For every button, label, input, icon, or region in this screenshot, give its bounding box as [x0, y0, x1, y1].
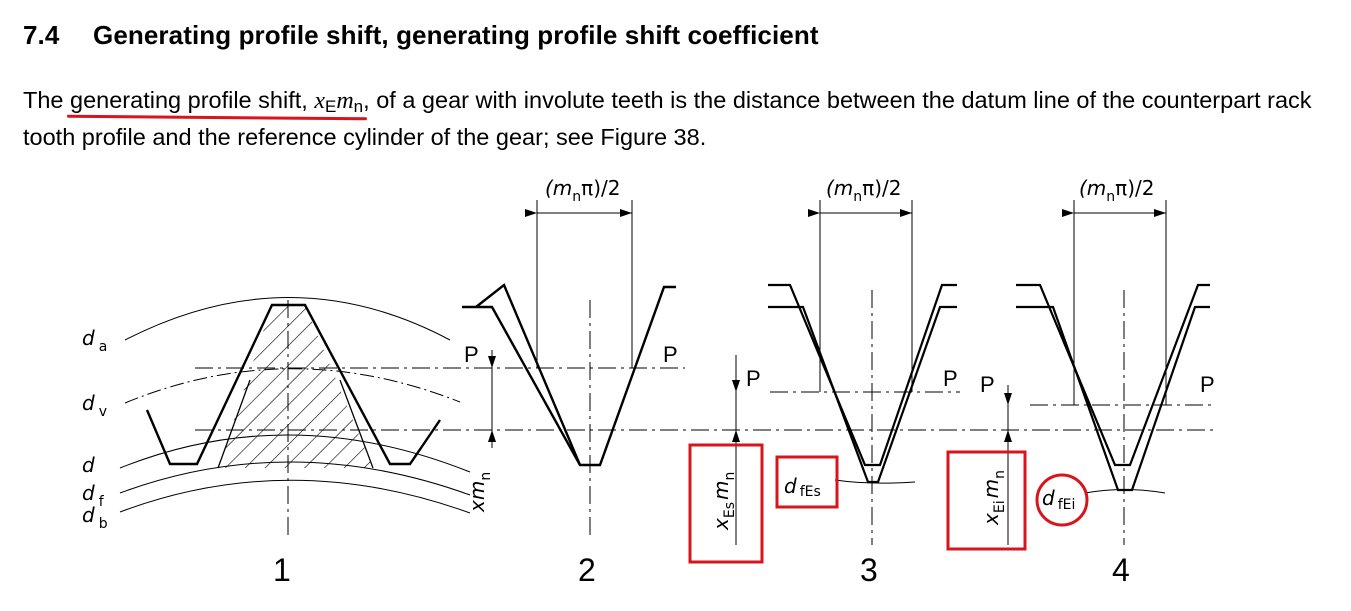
- svg-text:xmn: xmn: [465, 472, 494, 513]
- xm-label: xmn: [465, 472, 494, 513]
- section-number: 7.4: [23, 20, 60, 50]
- svg-text:(mnπ)/2: (mnπ)/2: [826, 176, 901, 205]
- term-text: generating profile shift: [70, 87, 302, 113]
- tip-circle-arc: [124, 297, 451, 341]
- svg-text:da: da: [82, 326, 107, 355]
- svg-text:P: P: [464, 342, 479, 367]
- svg-text:xEsmn: xEsmn: [709, 472, 738, 531]
- highlight-circle-dfei: [1035, 473, 1089, 527]
- datum-p-labels: P P P P P P: [464, 342, 1215, 397]
- svg-text:dv: dv: [82, 391, 107, 420]
- symbol-x: x: [314, 88, 325, 114]
- svg-text:2: 2: [578, 552, 596, 588]
- datum-lines: [195, 367, 1215, 431]
- svg-text:P: P: [663, 342, 678, 367]
- svg-text:P: P: [1200, 372, 1215, 397]
- svg-text:4: 4: [1112, 552, 1130, 588]
- figure-numbers: 1 2 3 4: [273, 552, 1130, 588]
- paragraph-text-end: , of a gear with involute teeth is the d…: [23, 87, 1312, 150]
- gear-1-tooth: [145, 303, 441, 469]
- svg-text:1: 1: [273, 552, 291, 588]
- highlight-box-dfes: [775, 455, 839, 509]
- svg-text:P: P: [746, 366, 761, 391]
- svg-text:P: P: [943, 366, 958, 391]
- pitch-labels: (mnπ)/2 (mnπ)/2 (mnπ)/2: [545, 176, 1154, 205]
- svg-text:d: d: [82, 453, 95, 477]
- symbol-m: m: [336, 88, 354, 114]
- xei-label: xEimn: [979, 470, 1008, 526]
- pitch-dimensions: [525, 200, 1167, 405]
- paragraph-text-start: The: [23, 87, 71, 113]
- svg-text:df: df: [82, 481, 105, 510]
- definition-paragraph: The generating profile shift, xEmn, of a…: [23, 85, 1323, 152]
- symbol-sub-n: n: [353, 97, 364, 116]
- rack-2-profile: [462, 283, 676, 467]
- svg-text:xEimn: xEimn: [979, 470, 1008, 526]
- center-lines: [287, 290, 1125, 545]
- xes-label: xEsmn: [709, 472, 738, 531]
- svg-text:(mnπ)/2: (mnπ)/2: [1079, 176, 1154, 205]
- root-curves: [834, 479, 1166, 494]
- base-circle-arc: [119, 479, 471, 514]
- term-comma: ,: [301, 87, 315, 113]
- section-heading: 7.4 Generating profile shift, generating …: [23, 20, 819, 51]
- svg-text:(mnπ)/2: (mnπ)/2: [545, 176, 620, 205]
- highlighted-term: generating profile shift, xEmn: [70, 87, 364, 116]
- svg-text:db: db: [82, 503, 108, 532]
- symbol-sub-e: E: [324, 97, 337, 116]
- rack-3-profile: [768, 283, 957, 484]
- svg-text:3: 3: [860, 552, 878, 588]
- svg-text:P: P: [980, 372, 995, 397]
- rack-4-profile: [1016, 283, 1210, 492]
- section-title: Generating profile shift, generating pro…: [93, 20, 819, 50]
- red-highlights: [688, 443, 1089, 564]
- highlight-box-xes: [688, 443, 764, 564]
- highlight-box-xei: [946, 450, 1027, 551]
